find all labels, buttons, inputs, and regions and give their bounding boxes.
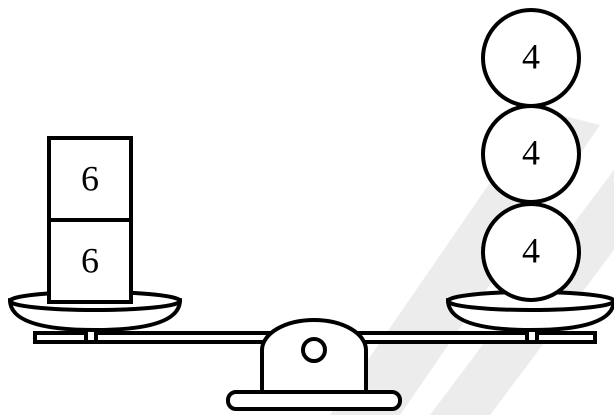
left-block-bottom-label: 6 — [81, 240, 99, 280]
left-block-top: 6 — [49, 138, 131, 220]
right-weight-middle: 4 — [483, 106, 579, 202]
right-weight-middle-label: 4 — [522, 132, 540, 172]
left-block-bottom: 6 — [49, 220, 131, 302]
right-weight-bottom: 4 — [483, 204, 579, 300]
left-block-top-label: 6 — [81, 158, 99, 198]
right-weight-bottom-label: 4 — [522, 230, 540, 270]
right-weight-top: 4 — [483, 10, 579, 106]
right-weight-top-label: 4 — [522, 36, 540, 76]
